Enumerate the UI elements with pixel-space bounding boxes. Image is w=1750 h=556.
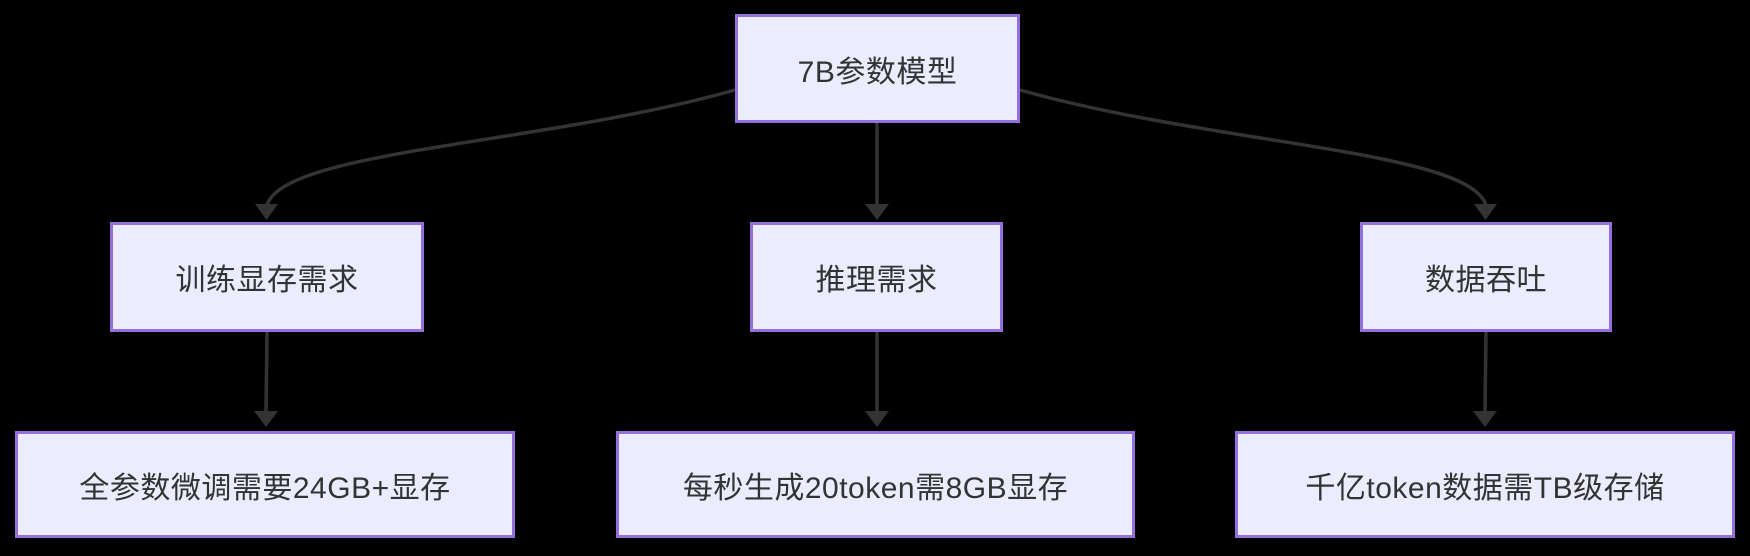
- node-data-throughput: 数据吞吐: [1360, 222, 1612, 332]
- edge-training-detail: [264, 330, 269, 414]
- node-training-vram-requirement: 训练显存需求: [110, 222, 424, 332]
- node-7b-model-label: 7B参数模型: [797, 55, 958, 89]
- node-full-finetune-vram-detail-label: 全参数微调需要24GB+显存: [79, 471, 451, 505]
- edge-root-inference-arrowhead: [865, 204, 889, 220]
- node-7b-model: 7B参数模型: [735, 14, 1020, 123]
- edge-root-training: [265, 88, 737, 207]
- node-token-storage-detail-label: 千亿token数据需TB级存储: [1305, 471, 1665, 505]
- node-training-vram-requirement-label: 训练显存需求: [175, 264, 359, 297]
- edge-root-training-arrowhead: [255, 204, 278, 220]
- edge-throughput-detail: [1483, 330, 1488, 414]
- node-inference-requirement-label: 推理需求: [815, 264, 938, 297]
- node-data-throughput-label: 数据吞吐: [1425, 264, 1547, 297]
- node-full-finetune-vram-detail: 全参数微调需要24GB+显存: [15, 431, 515, 538]
- node-token-generation-vram-detail: 每秒生成20token需8GB显存: [616, 431, 1135, 538]
- edge-throughput-detail-arrowhead: [1473, 411, 1497, 427]
- edge-training-detail-arrowhead: [254, 411, 278, 427]
- edge-inference-detail-arrowhead: [865, 411, 889, 427]
- node-token-storage-detail: 千亿token数据需TB级存储: [1235, 431, 1735, 538]
- node-inference-requirement: 推理需求: [750, 222, 1003, 332]
- edge-root-throughput: [1018, 88, 1488, 207]
- node-token-generation-vram-detail-label: 每秒生成20token需8GB显存: [682, 471, 1069, 505]
- edge-root-throughput-arrowhead: [1474, 204, 1497, 220]
